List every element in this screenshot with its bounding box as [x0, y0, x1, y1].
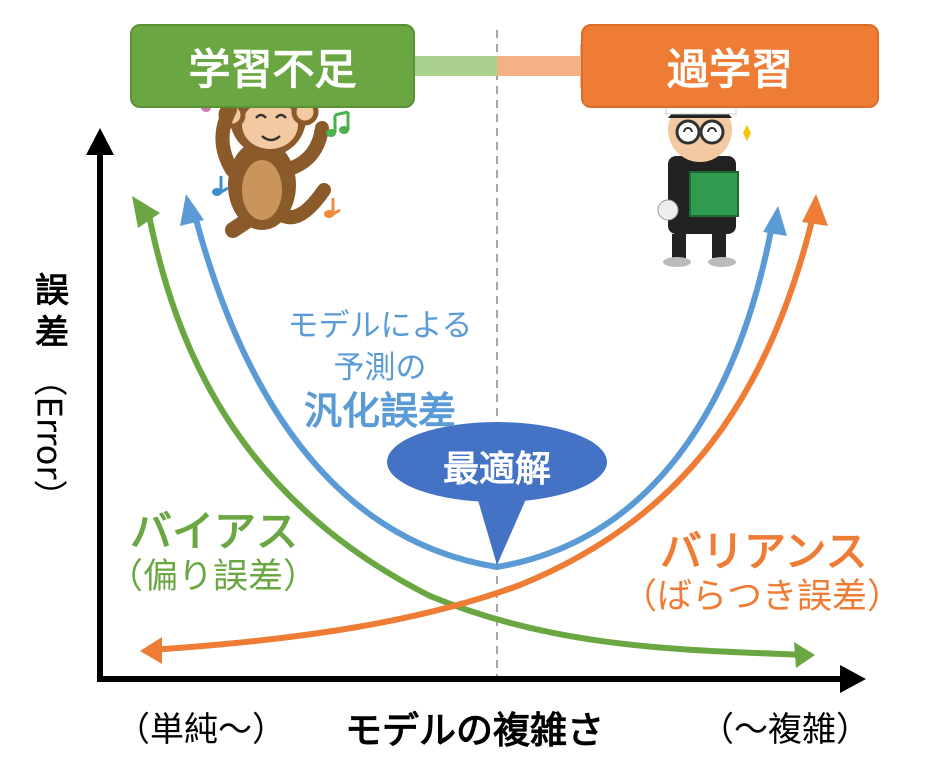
y-axis-label-char-2: 差: [35, 313, 69, 353]
overfitting-box: 過学習: [581, 24, 879, 108]
optimum-label: 最適解: [442, 449, 551, 490]
y-axis: [86, 128, 114, 682]
y-axis-label: 誤 差: [32, 270, 72, 354]
variance-subtitle: （ばらつき誤差）: [622, 577, 903, 617]
y-axis-label-suffix-wrap: （Error）: [29, 363, 72, 514]
x-axis-title: モデルの複雑さ: [345, 709, 604, 752]
variance-title: バリアンス: [660, 527, 868, 576]
optimum-bubble: [387, 422, 607, 565]
x-axis-left-label: （単純～）: [116, 710, 286, 750]
bias-title: バイアス: [130, 507, 299, 556]
variance-curve: [140, 194, 828, 664]
underfitting-box: 学習不足: [130, 24, 415, 108]
bias-curve: [132, 196, 815, 668]
bias-subtitle: （偏り誤差）: [108, 557, 319, 597]
generalization-line-1: モデルによる: [287, 308, 473, 344]
underfitting-label: 学習不足: [188, 44, 357, 94]
x-axis-right-label: （～複雑）: [700, 710, 870, 750]
overfitting-label: 過学習: [666, 44, 793, 94]
student-illustration: [657, 98, 751, 267]
generalization-line-2: 予測の: [333, 350, 427, 386]
x-axis: [97, 665, 866, 693]
generalization-error-curve: [180, 194, 787, 571]
y-axis-label-suffix: （Error）: [28, 362, 69, 514]
y-axis-label-char-1: 誤: [35, 271, 69, 311]
generalization-line-3: 汎化誤差: [303, 389, 456, 433]
